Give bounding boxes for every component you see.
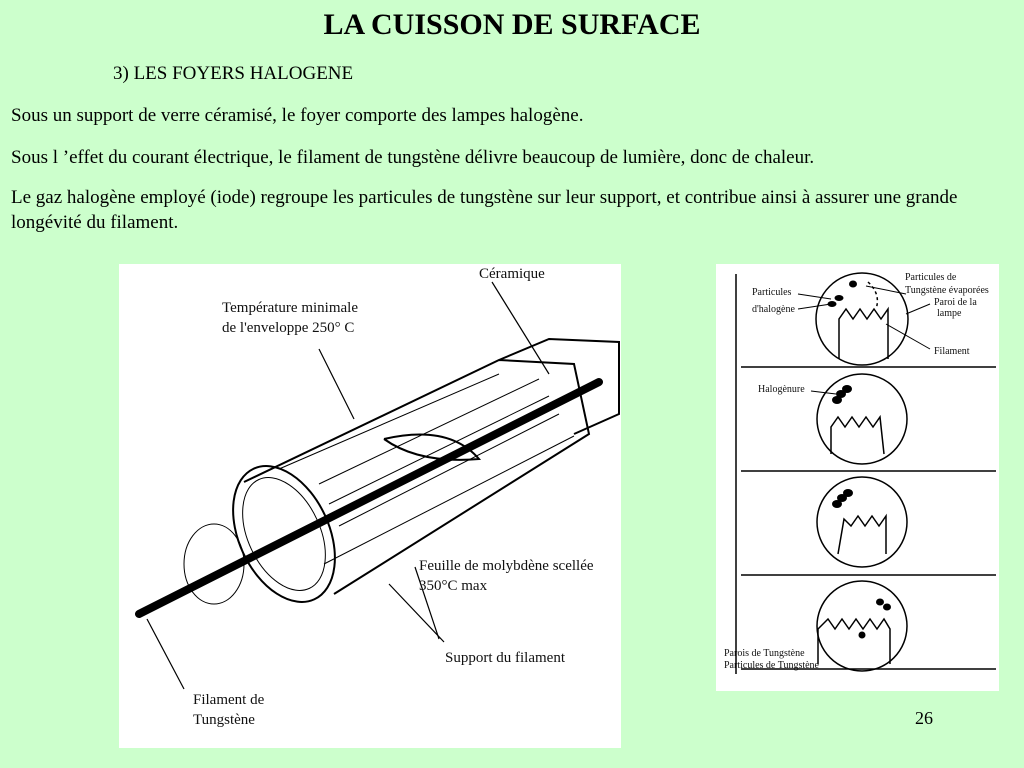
paragraph-gaz-halogene: Le gaz halogène employé (iode) regroupe … — [11, 187, 958, 233]
label-halogenure: Halogènure — [758, 384, 805, 395]
page-number: 26 — [915, 708, 933, 728]
lamp-drawing — [135, 281, 620, 690]
label-filament-line2: Tungstène — [193, 712, 255, 728]
label-temperature-line1: Température minimale — [222, 300, 358, 316]
label-support-filament: Support du filament — [445, 650, 565, 666]
label-particules-halogene-line1: Particules — [752, 287, 792, 298]
label-paroi-line2: lampe — [937, 308, 962, 319]
label-feuille-line1: Feuille de molybdène scellée — [419, 558, 594, 574]
paragraph-support: Sous un support de verre céramisé, le fo… — [11, 105, 584, 126]
cycle-drawing — [735, 272, 996, 674]
label-filament: Filament — [934, 346, 970, 357]
label-parois-tungstene: Parois de Tungstène — [724, 648, 805, 659]
label-filament-line1: Filament de — [193, 692, 265, 708]
label-particules-tungstene-line2: Tungstène évaporées — [905, 285, 989, 296]
label-particules-de-tungstene: Particules de Tungstène — [724, 660, 819, 671]
label-particules-tungstene-line1: Particules de — [905, 272, 957, 283]
halogen-lamp-diagram: Céramique Température minimale de l'enve… — [119, 264, 621, 748]
label-paroi-line1: Paroi de la — [934, 297, 977, 308]
section-subtitle: 3) LES FOYERS HALOGENE — [113, 63, 354, 84]
halogen-cycle-diagram: Particules d'halogène Particules de Tung… — [716, 264, 999, 691]
label-ceramique: Céramique — [479, 266, 545, 282]
label-temperature-line2: de l'enveloppe 250° C — [222, 320, 355, 336]
label-feuille-line2: 350°C max — [419, 578, 488, 594]
slide-title: LA CUISSON DE SURFACE — [323, 8, 701, 41]
label-particules-halogene-line2: d'halogène — [752, 304, 795, 315]
paragraph-courant: Sous l ’effet du courant électrique, le … — [11, 147, 815, 168]
